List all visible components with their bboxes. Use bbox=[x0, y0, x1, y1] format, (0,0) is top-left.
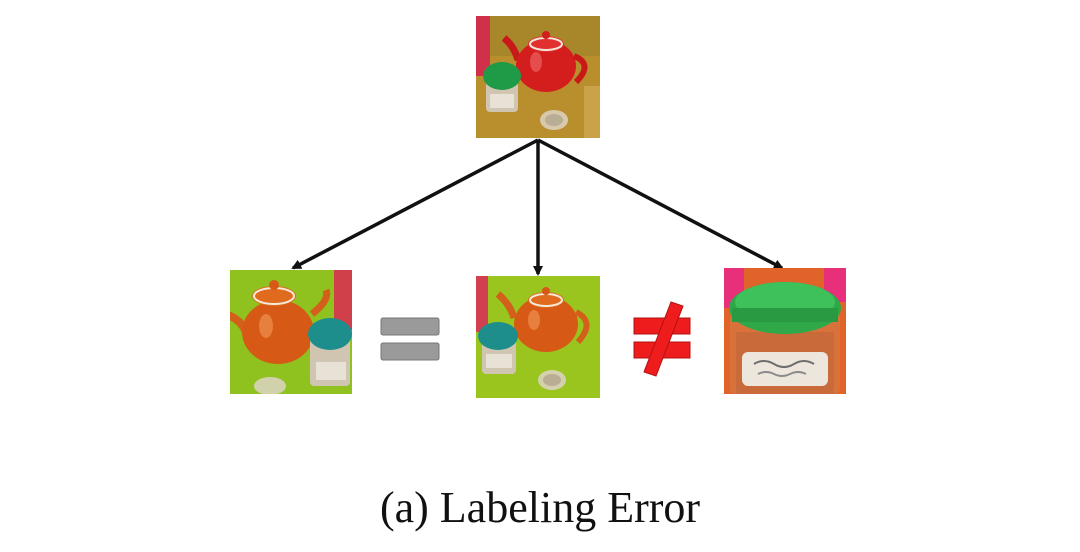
augmented-image-left bbox=[230, 270, 352, 394]
augmented-image-right bbox=[724, 268, 846, 394]
figure-caption: (a) Labeling Error bbox=[379, 483, 701, 532]
arrow-right bbox=[537, 138, 784, 270]
not-equal-sign bbox=[633, 301, 691, 377]
augmented-image-middle bbox=[476, 276, 600, 398]
source-image bbox=[476, 16, 600, 138]
arrow-left bbox=[291, 138, 539, 270]
equal-sign bbox=[380, 317, 440, 361]
